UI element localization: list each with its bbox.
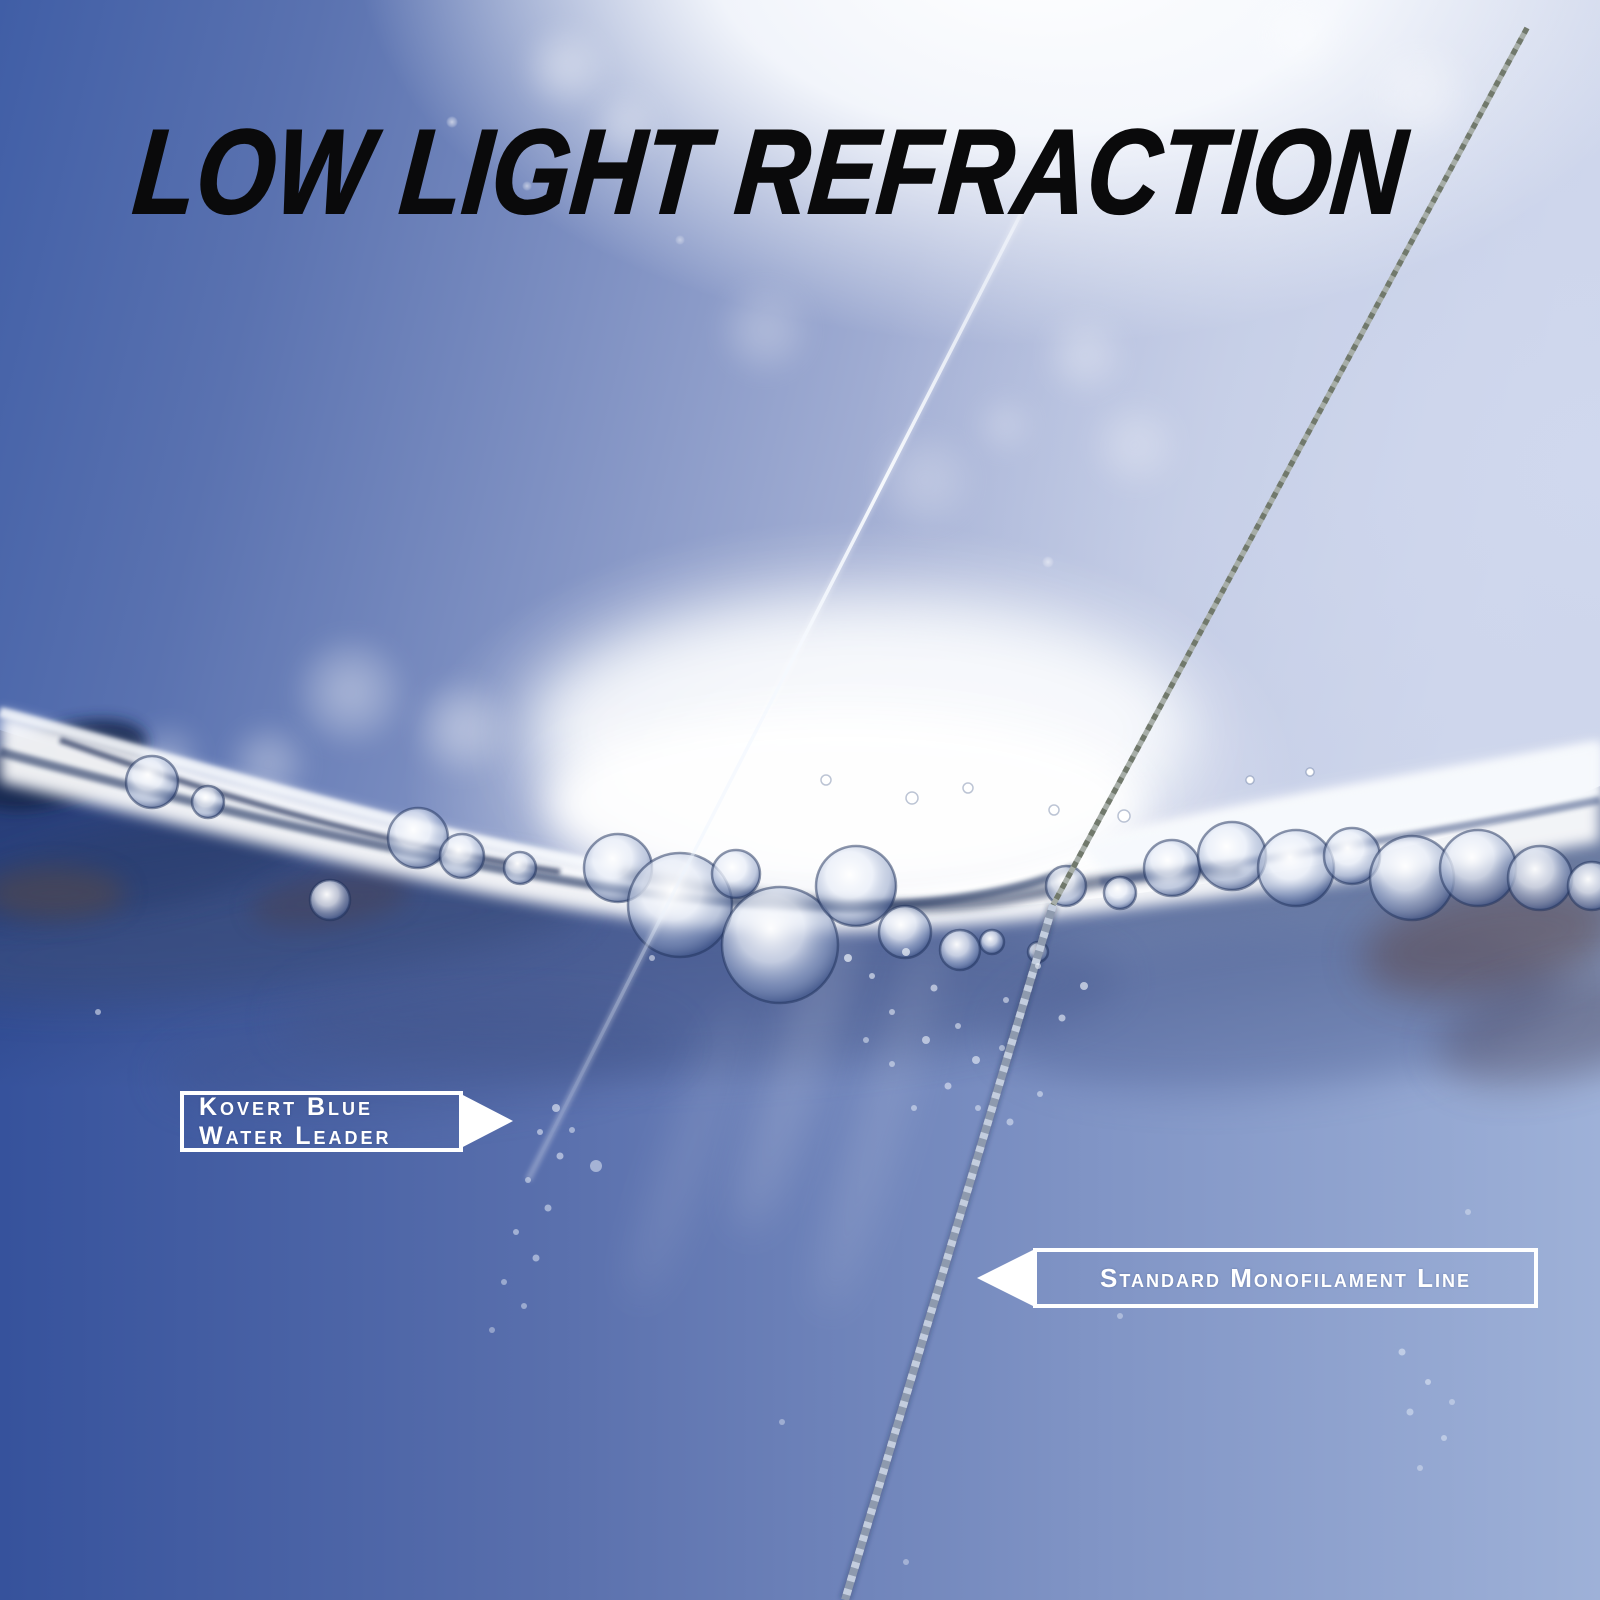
monofilament-line [839,26,1530,1600]
kovert-leader-line [524,190,1036,1182]
callout-kovert-leader-line1: Kovert Blue [199,1093,374,1121]
callout-kovert-leader-line2: Water Leader [199,1121,392,1150]
callout-kovert-leader: Kovert Blue Water Leader [180,1091,463,1152]
page-title: LOW LIGHT REFRACTION [128,104,1413,240]
surface-droplets-group [820,767,1315,823]
underwater-speck-bubbles [95,948,1471,1565]
callout-standard-mono: Standard Monofilament Line [1033,1248,1538,1308]
underwater-shadow-smudges [0,719,1600,1114]
arrow-left-icon [977,1249,1035,1307]
arrow-right-icon [459,1093,513,1149]
callout-standard-mono-line1: Standard Monofilament Line [1100,1262,1471,1293]
